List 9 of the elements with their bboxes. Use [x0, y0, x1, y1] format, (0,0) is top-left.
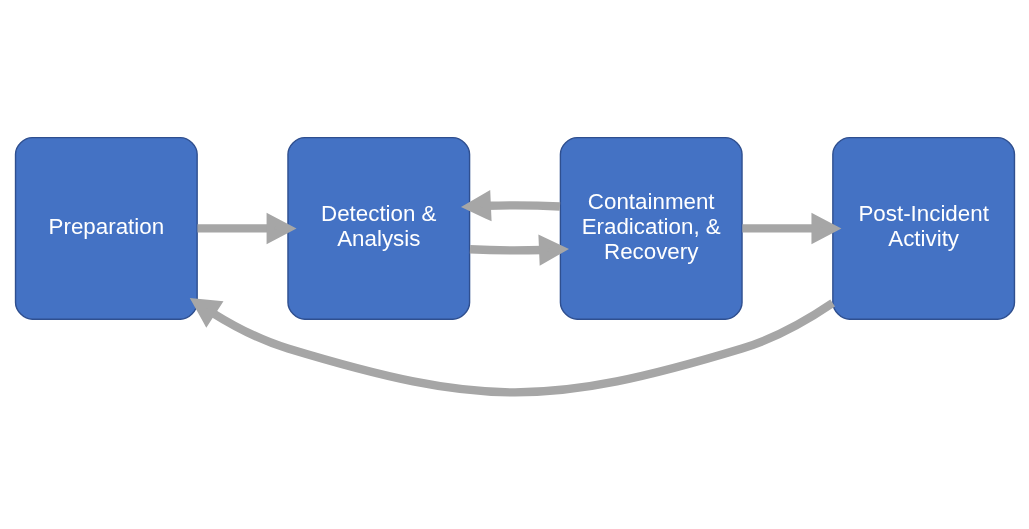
arrow	[189, 297, 835, 397]
node-box: Detection & Analysis	[286, 136, 470, 320]
arrow	[469, 233, 569, 266]
arrow	[741, 212, 841, 244]
node-box: Containment Eradication, & Recovery	[559, 136, 743, 320]
arrow	[460, 189, 560, 221]
node-box: Preparation	[14, 136, 198, 320]
node-box: Post-Incident Activity	[831, 136, 1015, 320]
arrow	[197, 212, 297, 244]
